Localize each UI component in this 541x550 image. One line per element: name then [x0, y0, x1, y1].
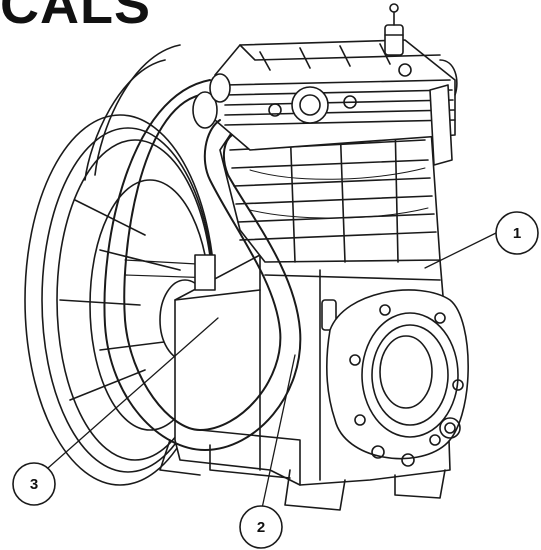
callout-1: 1 [495, 211, 539, 255]
callout-1-label: 1 [513, 225, 521, 242]
leader-line-2 [260, 354, 296, 514]
leader-lines [47, 232, 497, 514]
delivery-hose [84, 44, 302, 451]
callout-3-label: 3 [30, 476, 38, 493]
leader-line-3 [47, 317, 219, 469]
callout-2: 2 [239, 505, 283, 549]
cylinder-head [214, 39, 456, 151]
callout-3: 3 [12, 462, 56, 506]
side-tube [429, 59, 458, 166]
callout-2-label: 2 [257, 519, 265, 536]
leader-line-1 [424, 232, 497, 269]
bearing-flange [325, 289, 469, 467]
safety-valve [384, 3, 404, 56]
cylinder-block [219, 114, 441, 263]
page-heading: CALS [0, 0, 151, 35]
